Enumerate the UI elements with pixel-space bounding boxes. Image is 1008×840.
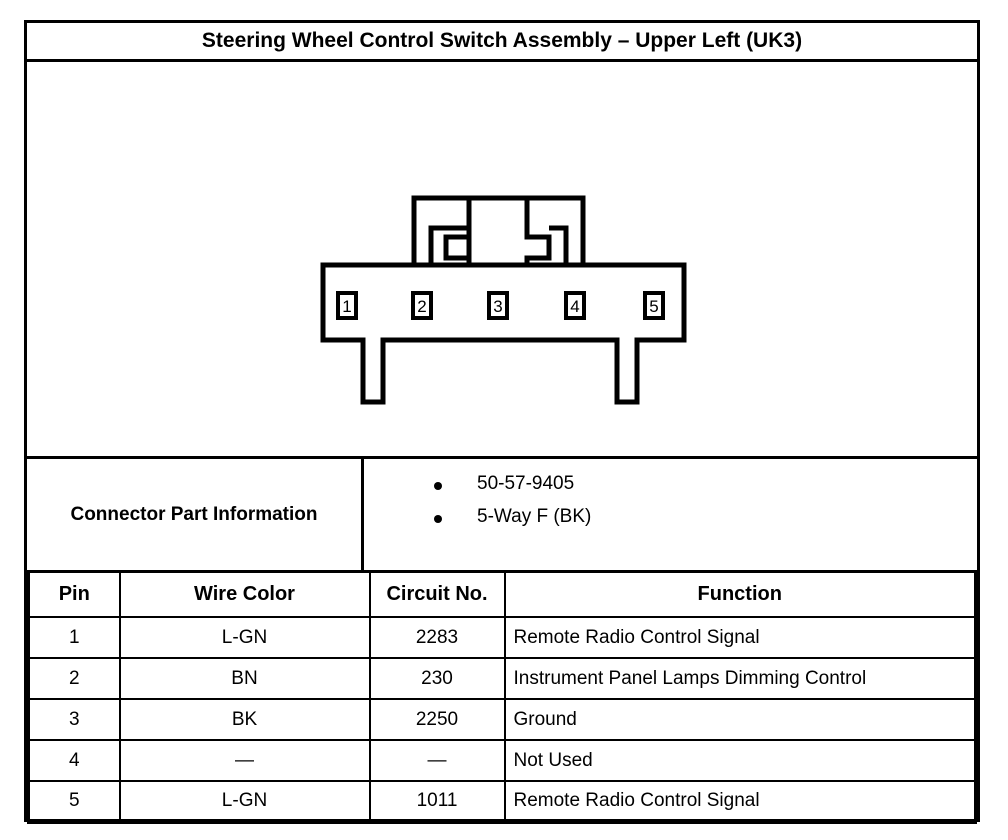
list-item: 5-Way F (BK) (434, 506, 977, 539)
list-item: 50-57-9405 (434, 473, 977, 506)
cell-wire-color: L-GN (118, 616, 371, 659)
cell-wire-color: BN (118, 657, 371, 700)
part-info-body: 50-57-9405 5-Way F (BK) (364, 459, 977, 570)
cell-function: Instrument Panel Lamps Dimming Control (503, 657, 977, 700)
cell-wire-color: L-GN (118, 780, 371, 824)
center-key-arm-icon (443, 234, 468, 261)
pin-box-label-5: 5 (649, 297, 658, 316)
part-info-label: Connector Part Information (70, 503, 318, 525)
table-row: 2 BN 230 Instrument Panel Lamps Dimming … (27, 657, 977, 700)
part-number: 50-57-9405 (477, 473, 575, 494)
pin-box-4 (564, 291, 586, 320)
cell-circuit-no: — (368, 739, 506, 782)
cell-pin: 4 (27, 739, 121, 782)
column-header-circuit-no: Circuit No. (368, 573, 506, 618)
pin-box-2 (411, 291, 433, 320)
pin-box-label-4: 4 (570, 297, 579, 316)
cell-circuit-no: 2250 (368, 698, 506, 741)
cell-pin: 2 (27, 657, 121, 700)
part-description: 5-Way F (BK) (477, 506, 592, 527)
table-row: 5 L-GN 1011 Remote Radio Control Signal (27, 780, 977, 824)
cell-circuit-no: 1011 (368, 780, 506, 824)
column-header-pin: Pin (27, 573, 121, 618)
part-info-label-cell: Connector Part Information (27, 459, 364, 570)
pin-box-1 (336, 291, 358, 320)
pin-box-label-3: 3 (493, 297, 502, 316)
bullet-icon (434, 482, 442, 490)
pin-box-3 (487, 291, 509, 320)
cell-circuit-no: 2283 (368, 616, 506, 659)
connector-sheet: Steering Wheel Control Switch Assembly –… (24, 20, 980, 824)
table-header-row: Pin Wire Color Circuit No. Function (27, 573, 977, 618)
page-title: Steering Wheel Control Switch Assembly –… (201, 29, 803, 52)
connector-end-view-icon: 1 2 3 4 5 (320, 195, 687, 405)
right-latch-outer-icon (528, 195, 586, 265)
pin-table: Pin Wire Color Circuit No. Function 1 L-… (27, 573, 977, 824)
pin-box-label-2: 2 (417, 297, 426, 316)
pin-box-5 (643, 291, 665, 320)
pin-box-label-1: 1 (342, 297, 351, 316)
cell-pin: 1 (27, 616, 121, 659)
bullet-icon (434, 515, 442, 523)
table-row: 1 L-GN 2283 Remote Radio Control Signal (27, 616, 977, 659)
cell-wire-color: — (118, 739, 371, 782)
column-header-function: Function (503, 573, 977, 618)
cell-pin: 5 (27, 780, 121, 824)
connector-body-outline (320, 262, 687, 405)
title-band: Steering Wheel Control Switch Assembly –… (27, 23, 977, 62)
cell-function: Not Used (503, 739, 977, 782)
cell-pin: 3 (27, 698, 121, 741)
table-row: 3 BK 2250 Ground (27, 698, 977, 741)
center-key-left-icon (466, 195, 552, 265)
table-row: 4 — — Not Used (27, 739, 977, 782)
cell-circuit-no: 230 (368, 657, 506, 700)
connector-diagram-area: 1 2 3 4 5 (27, 62, 977, 459)
cell-function: Remote Radio Control Signal (503, 616, 977, 659)
pin-number-boxes: 1 2 3 4 5 (336, 291, 665, 320)
connector-part-information: Connector Part Information 50-57-9405 5-… (27, 459, 977, 573)
right-latch-inner-icon (549, 225, 569, 265)
cell-function: Remote Radio Control Signal (503, 780, 977, 824)
cell-function: Ground (503, 698, 977, 741)
left-latch-icon (411, 195, 472, 265)
column-header-wire-color: Wire Color (118, 573, 371, 618)
cell-wire-color: BK (118, 698, 371, 741)
